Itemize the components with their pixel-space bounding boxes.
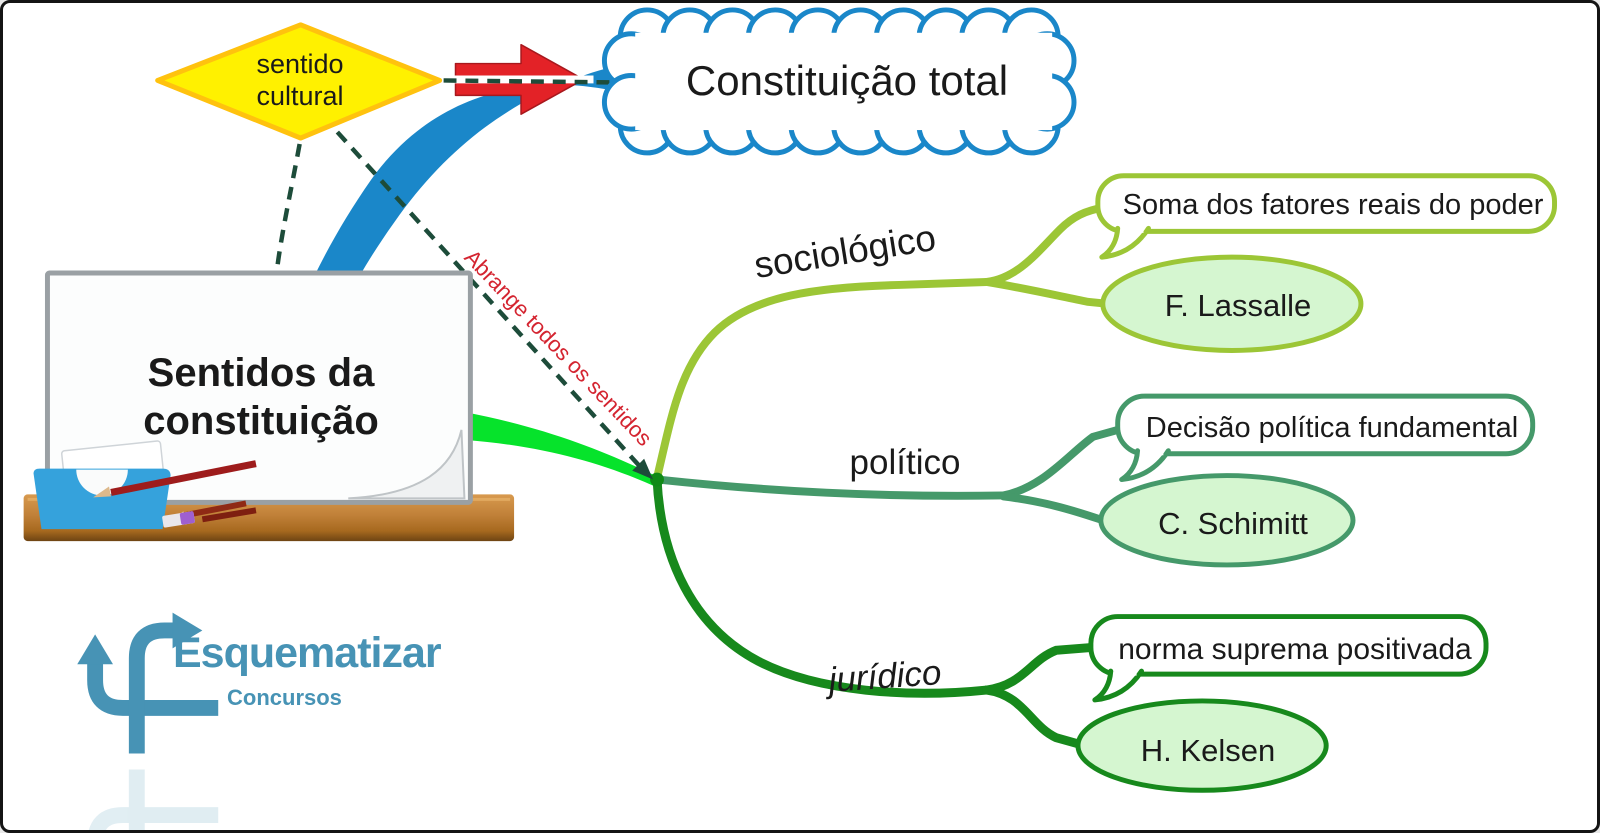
diamond-node-label: sentido cultural bbox=[256, 49, 344, 111]
logo-right-arrowhead bbox=[172, 612, 203, 649]
logo-right-arrow bbox=[128, 622, 175, 754]
shelf-pencils bbox=[162, 500, 257, 528]
pencil-tip bbox=[93, 486, 111, 498]
callout-politico bbox=[1115, 393, 1536, 483]
note-politico: Decisão política fundamental bbox=[1145, 411, 1519, 444]
note-sociologico: Soma dos fatores reais do poder bbox=[1122, 188, 1544, 221]
branch-sociologico-lines bbox=[653, 203, 1112, 482]
branch-juridico-lines bbox=[652, 475, 1099, 750]
dashed-arrowhead-icon bbox=[632, 458, 654, 480]
author-kelsen: H. Kelsen bbox=[1140, 733, 1276, 768]
board-page-curl bbox=[348, 429, 466, 500]
dashed-relations bbox=[274, 78, 641, 468]
logo-name: Esquematizar bbox=[173, 629, 442, 677]
callout-sociologico bbox=[1095, 173, 1558, 260]
eraser bbox=[162, 511, 195, 528]
branch-politico-lines bbox=[654, 425, 1122, 524]
pencil bbox=[183, 500, 247, 519]
logo-arrows-icon bbox=[77, 612, 219, 830]
callout-juridico bbox=[1088, 614, 1489, 703]
logo-up-arrow bbox=[87, 662, 219, 716]
ellipse-kelsen bbox=[1075, 698, 1329, 793]
logo-subtitle: Concursos bbox=[227, 685, 342, 710]
logo-reflection bbox=[88, 769, 219, 830]
dashed-diamond-to-board bbox=[274, 143, 302, 272]
author-lassalle: F. Lassalle bbox=[1164, 288, 1312, 323]
lime-connector-band bbox=[464, 412, 660, 487]
author-schimitt: C. Schimitt bbox=[1158, 506, 1308, 541]
whiteboard-image bbox=[23, 270, 515, 542]
ellipse-schimitt bbox=[1098, 473, 1356, 568]
paper-tray bbox=[33, 440, 257, 530]
ellipse-lassalle bbox=[1100, 254, 1364, 353]
pencil bbox=[110, 460, 257, 496]
logo-up-arrowhead bbox=[77, 634, 113, 665]
blue-connector-band bbox=[303, 66, 614, 299]
junction-dot bbox=[650, 472, 664, 487]
diagram-shapes bbox=[23, 7, 1558, 830]
note-juridico: norma suprema positivada bbox=[1118, 633, 1472, 666]
diamond-node bbox=[155, 22, 443, 141]
branch-label-politico: político bbox=[849, 443, 961, 482]
dashed-diamond-to-junction bbox=[335, 130, 641, 468]
cloud-node bbox=[601, 7, 1077, 156]
cloud-node-label: Constituição total bbox=[685, 57, 1009, 104]
tray-body bbox=[33, 468, 171, 530]
dashed-diamond-to-cloud bbox=[443, 78, 616, 85]
board-title: Sentidos da constituição bbox=[143, 351, 379, 443]
pencil bbox=[201, 507, 257, 523]
